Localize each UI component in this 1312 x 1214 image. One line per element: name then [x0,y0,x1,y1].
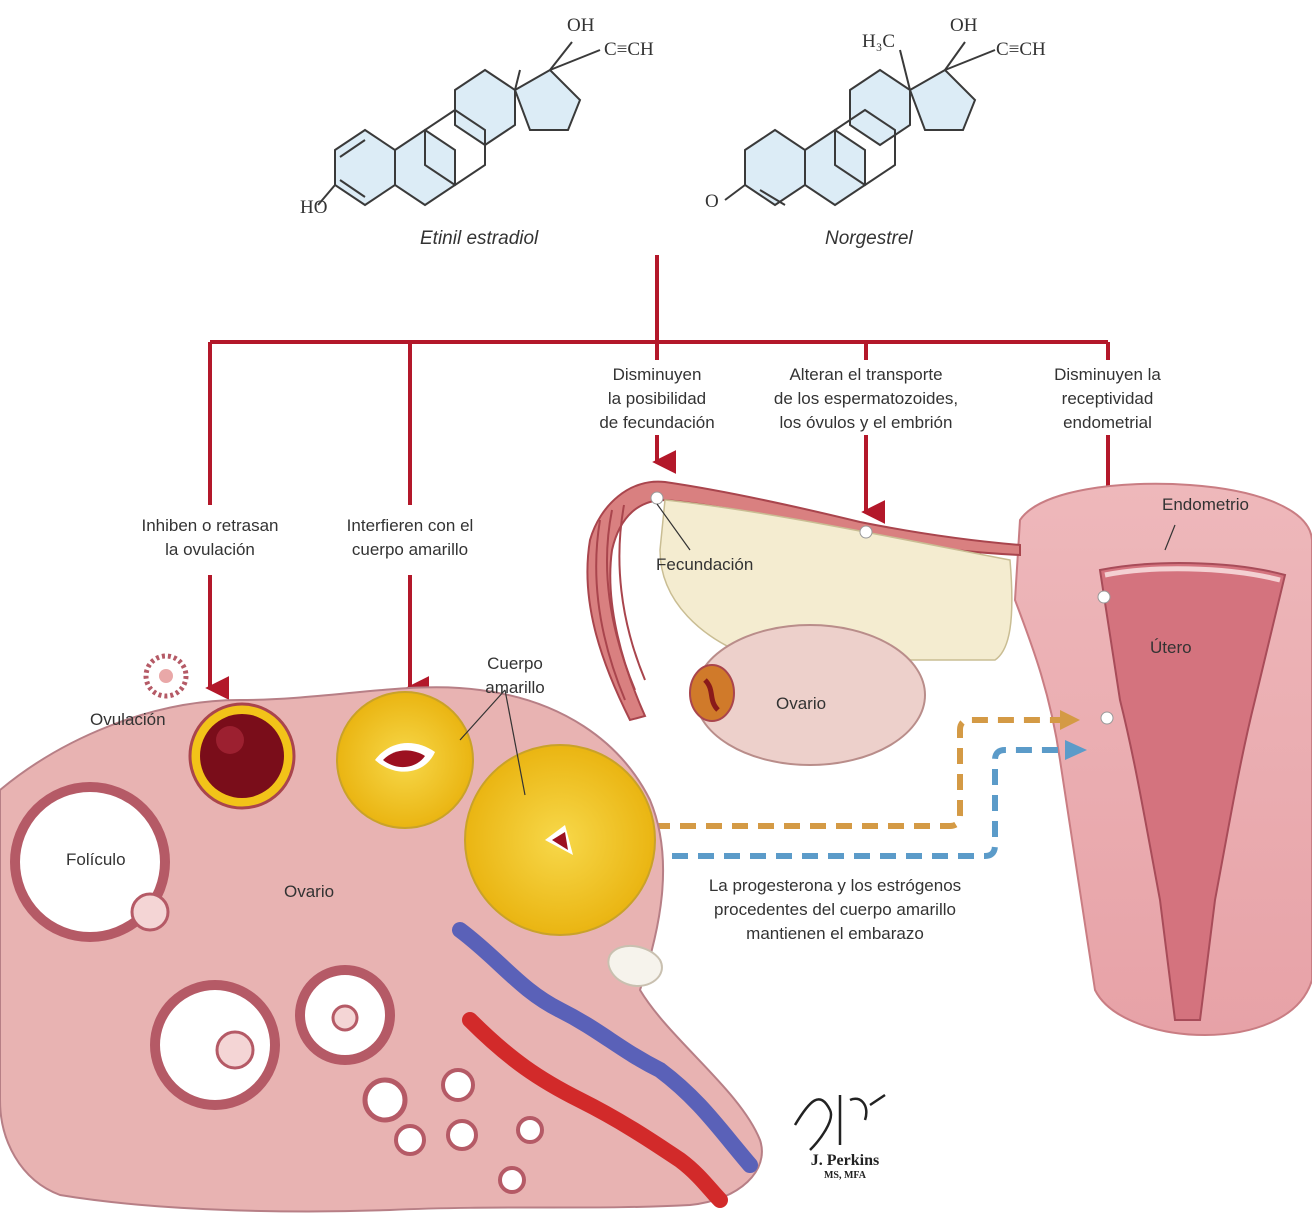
etinil-ho-label: HO [300,196,327,220]
norgestrel-oh-label: OH [950,14,977,38]
ovario-right-label: Ovario [776,692,826,716]
ring-d [910,70,975,130]
ovulacion-label: Ovulación [90,708,166,732]
fertilization-egg [651,492,663,504]
tube-egg [860,526,872,538]
etinil-estradiol-structure [318,42,600,205]
follicle-7 [448,1121,476,1149]
follicle-5 [443,1070,473,1100]
follicle-4 [365,1080,405,1120]
foliculo-label: Folículo [66,848,126,872]
endometrio-label: Endometrio [1162,493,1249,517]
follicle-8 [518,1118,542,1142]
estrogen-path [620,750,1065,856]
fecundacion-label: Fecundación [656,553,753,577]
follicle-9 [500,1168,524,1192]
norgestrel-name: Norgestrel [825,227,913,251]
netter-signature [795,1095,885,1150]
etinil-oh-label: OH [567,14,594,38]
uterus-egg-2 [1101,712,1113,724]
norgestrel-methyl-label: H₃C [862,30,895,54]
norgestrel-ketone-label: O [705,190,719,214]
norgestrel-structure [725,42,995,205]
etinil-alkyne-label: C≡CH [604,38,654,62]
ring-d [515,70,580,130]
follicle-2 [155,985,275,1105]
ovulation-stigma [190,704,294,808]
norgestrel-alkyne-label: C≡CH [996,38,1046,62]
ring-a [335,130,395,205]
uterus-egg-1 [1098,591,1110,603]
ring-a [745,130,805,205]
corpus-luteum-large [465,745,655,935]
follicle-6 [396,1126,424,1154]
ring-c [850,70,910,145]
corpus-luteum-small [337,692,473,828]
artist-signature: J. Perkins MS, MFA [790,1152,900,1181]
ovario-left-label: Ovario [284,880,334,904]
etinil-name: Etinil estradiol [420,227,538,251]
ovary-cross-section [0,656,762,1211]
utero-label: Útero [1150,636,1192,660]
